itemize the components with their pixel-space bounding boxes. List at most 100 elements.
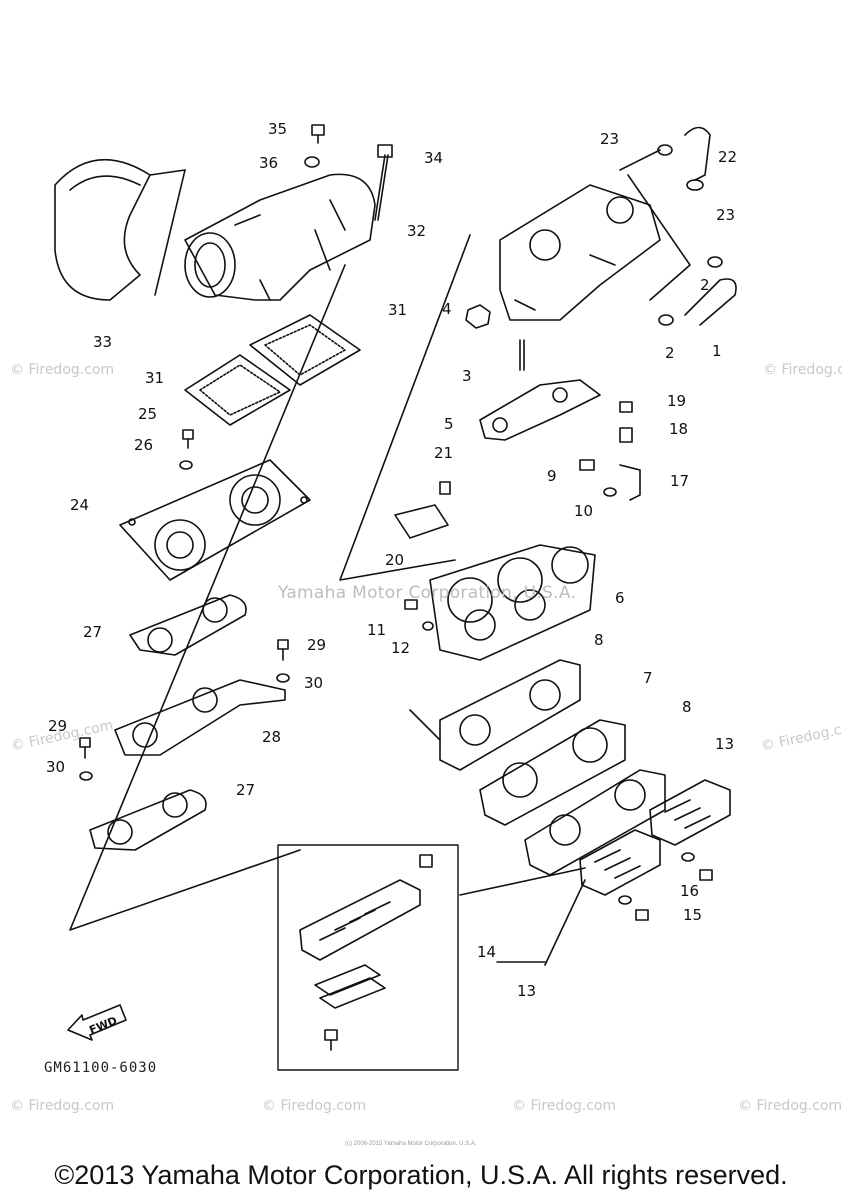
part-label: 30	[304, 674, 323, 692]
watermark: © Firedog.com	[738, 1098, 842, 1114]
part-label: 33	[93, 333, 112, 351]
leader-line	[409, 709, 441, 741]
part-label: 9	[547, 467, 557, 485]
washer-part-12	[422, 621, 434, 631]
leader-line	[544, 879, 586, 966]
part-label: 23	[600, 130, 619, 148]
nut-part-4	[465, 304, 491, 329]
bolt-part-35	[311, 124, 325, 144]
part-label: 5	[444, 415, 454, 433]
part-label: 17	[670, 472, 689, 490]
watermark: © Firedog.com	[763, 362, 842, 378]
part-label: 26	[134, 436, 153, 454]
part-label: 1	[712, 342, 722, 360]
bolt-part-15b	[699, 869, 713, 881]
part-label: 10	[574, 502, 593, 520]
part-label: 8	[682, 698, 692, 716]
bolt-part-11	[404, 599, 418, 610]
part-label: 25	[138, 405, 157, 423]
washer-part-36	[304, 156, 320, 168]
part-label: 14	[477, 943, 496, 961]
part-label: 18	[669, 420, 688, 438]
silencer-part-32	[184, 173, 376, 301]
part-label: 28	[262, 728, 281, 746]
stud-part-3	[519, 339, 525, 371]
center-watermark: Yamaha Motor Corporation, U.S.A.	[278, 583, 577, 603]
hose-part-1	[684, 278, 737, 326]
watermark: © Firedog.com	[10, 1098, 115, 1114]
fwd-arrow-icon	[67, 1004, 127, 1041]
washer-part-30-upper	[276, 673, 290, 683]
part-label: 24	[70, 496, 89, 514]
plate-part-28	[114, 679, 286, 756]
part-label: 8	[594, 631, 604, 649]
screen-part-31	[184, 314, 361, 426]
reed-valve-detail-box-part-14	[277, 844, 459, 1071]
cap-part-19	[619, 401, 633, 413]
part-label: 29	[307, 636, 326, 654]
gasket-part-8-lower	[524, 769, 666, 876]
part-label: 27	[236, 781, 255, 799]
watermark: © Firedog.com	[10, 362, 115, 378]
spacer-part-7	[479, 719, 626, 826]
washer-part-16b	[681, 852, 695, 862]
part-label: 15	[683, 906, 702, 924]
bolt-part-15	[635, 909, 649, 921]
cover-part-24	[119, 459, 311, 581]
manifold-part-6	[429, 544, 596, 661]
reed-valve-part-13-right	[649, 779, 731, 846]
part-label: 32	[407, 222, 426, 240]
part-label: 23	[716, 206, 735, 224]
part-label: 22	[718, 148, 737, 166]
carburetor-assembly	[499, 184, 661, 321]
air-duct-part-33	[54, 158, 186, 301]
washer-part-30-lower	[79, 771, 93, 781]
hose-part-22	[684, 126, 711, 181]
tiny-copyright: (c) 2006-2015 Yamaha Motor Corporation, …	[345, 1141, 477, 1147]
leader-line	[459, 867, 586, 896]
part-label: 36	[259, 154, 278, 172]
washer-part-10	[603, 487, 617, 497]
watermark: © Firedog.com	[262, 1098, 367, 1114]
gasket-part-27-lower	[89, 789, 207, 851]
bolt-part-25	[182, 429, 194, 449]
reed-valve-part-13-left	[579, 829, 661, 896]
watermark: © Firedog.com	[512, 1098, 617, 1114]
part-label: 2	[665, 344, 675, 362]
part-label: 3	[462, 367, 472, 385]
copyright-footer: ©2013 Yamaha Motor Corporation, U.S.A. A…	[54, 1160, 788, 1190]
washer-part-26	[179, 460, 193, 470]
leader-line	[619, 149, 691, 301]
clamp-part-2-lower	[658, 314, 674, 326]
part-label: 19	[667, 392, 686, 410]
part-labels: 1 2 2 3 4 5 6 7 8 8 9 10 11 12 13 13 14 …	[46, 120, 737, 1037]
part-label: 2	[700, 276, 710, 294]
fitting-part-18	[619, 427, 633, 443]
part-label: 27	[83, 623, 102, 641]
bolt-part-29-lower	[79, 737, 91, 759]
part-label: 34	[424, 149, 443, 167]
part-label: 20	[385, 551, 404, 569]
frame-line	[339, 234, 471, 581]
part-label: 12	[391, 639, 410, 657]
part-label: 21	[434, 444, 453, 462]
part-label: 31	[145, 369, 164, 387]
gasket-part-27-upper	[129, 594, 247, 656]
washer-part-16	[618, 895, 632, 905]
bolt-part-9	[579, 459, 595, 471]
clamp-part-23-lower	[686, 179, 704, 191]
bracket-part-17	[619, 464, 641, 501]
part-label: 29	[48, 717, 67, 735]
part-label: 4	[442, 300, 452, 318]
clamp-part-2-upper	[707, 256, 723, 268]
part-label: 31	[388, 301, 407, 319]
gasket-part-8-upper	[439, 659, 581, 771]
part-label: 30	[46, 758, 65, 776]
part-label: 7	[643, 669, 653, 687]
bolt-part-34	[374, 144, 393, 221]
part-label: 16	[680, 882, 699, 900]
part-label: 13	[517, 982, 536, 1000]
bolt-part-21	[439, 481, 451, 495]
bolt-part-29-upper	[277, 639, 289, 661]
